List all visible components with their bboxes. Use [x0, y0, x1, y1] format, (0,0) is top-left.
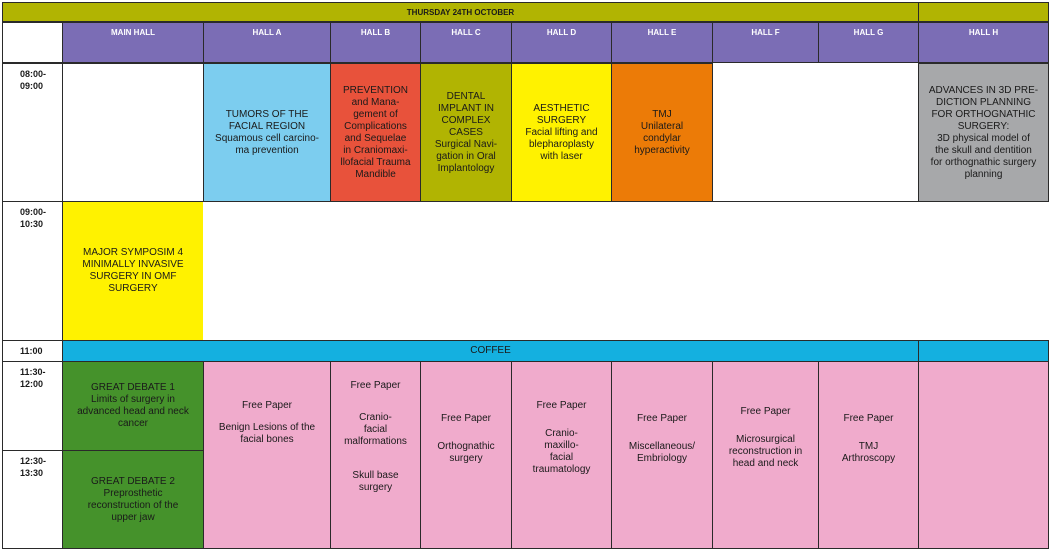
time-label: 12:30- 13:30: [20, 456, 47, 478]
session-text: Orthognathic surgery: [437, 441, 495, 464]
coffee-break-hall-h: [918, 340, 1049, 362]
session-head: Free Paper: [843, 413, 894, 424]
empty-hall-h-1130: [918, 361, 1049, 549]
session-text: Miscellaneous/ Embriology: [628, 441, 696, 464]
hall-header-label: HALL C: [451, 28, 481, 37]
hall-header-label: HALL D: [546, 28, 577, 37]
hall-header-b: HALL B: [330, 22, 421, 63]
session-hall-g-1130: Free Paper TMJ Arthroscopy: [818, 361, 919, 549]
session-main-1230: GREAT DEBATE 2 Preprosthetic reconstruct…: [62, 450, 204, 549]
session-hall-a-1130: Free Paper Benign Lesions of the facial …: [203, 361, 331, 549]
session-text: TUMORS OF THE FACIAL REGION Squamous cel…: [215, 108, 319, 156]
hall-header-e: HALL E: [611, 22, 713, 63]
hall-header-label: HALL B: [360, 28, 391, 37]
day-title: THURSDAY 24TH OCTOBER: [406, 8, 515, 17]
coffee-label: COFFEE: [470, 345, 511, 356]
day-title-bar: THURSDAY 24TH OCTOBER: [2, 2, 919, 22]
session-hall-c-0800: DENTAL IMPLANT IN COMPLEX CASES Surgical…: [420, 63, 512, 202]
session-text: Cranio- facial malformations: [344, 412, 407, 447]
hall-header-f: HALL F: [712, 22, 819, 63]
empty-row-0900: [203, 201, 1049, 341]
session-hall-e-0800: TMJ Unilateral condylar hyperactivity: [611, 63, 713, 202]
session-head: Free Paper: [440, 413, 492, 424]
time-slot-1230: 12:30- 13:30: [2, 450, 63, 549]
session-head: Free Paper: [636, 413, 688, 424]
time-label: 09:00- 10:30: [20, 207, 47, 229]
hall-header-d: HALL D: [511, 22, 612, 63]
hall-header-label: HALL H: [968, 28, 999, 37]
session-head: Free Paper: [241, 400, 293, 411]
session-text-2: Skull base surgery: [352, 470, 399, 493]
time-label: 11:00: [20, 346, 43, 356]
session-head: Free Paper: [350, 380, 401, 391]
hall-header-label: MAIN HALL: [111, 28, 155, 37]
hall-header-g: HALL G: [818, 22, 919, 63]
time-label: 11:30- 12:00: [20, 367, 46, 389]
session-text: ADVANCES IN 3D PRE- DICTION PLANNING FOR…: [928, 84, 1039, 180]
time-label: 08:00- 09:00: [20, 69, 47, 91]
session-hall-c-1130: Free Paper Orthognathic surgery: [420, 361, 512, 549]
time-slot-1130: 11:30- 12:00: [2, 361, 63, 451]
hall-header-h: HALL H: [918, 22, 1049, 63]
session-hall-d-1130: Free Paper Cranio- maxillo- facial traum…: [511, 361, 612, 549]
day-title-bar-extension: [918, 2, 1049, 22]
session-main-0900: MAJOR SYMPOSIM 4 MINIMALLY INVASIVE SURG…: [62, 201, 204, 341]
session-text: GREAT DEBATE 2 Preprosthetic reconstruct…: [87, 475, 179, 523]
session-text: GREAT DEBATE 1 Limits of surgery in adva…: [77, 382, 189, 429]
hall-header-main: MAIN HALL: [62, 22, 204, 63]
session-head: Free Paper: [536, 400, 587, 411]
session-text: TMJ Arthroscopy: [841, 441, 896, 464]
session-main-1130: GREAT DEBATE 1 Limits of surgery in adva…: [62, 361, 204, 451]
session-text: AESTHETIC SURGERY Facial lifting and ble…: [525, 102, 598, 162]
time-slot-1100: 11:00: [2, 340, 63, 362]
session-hall-f-1130: Free Paper Microsurgical reconstruction …: [712, 361, 819, 549]
session-text: PREVENTION and Mana- gement of Complicat…: [340, 84, 411, 180]
session-head: Free Paper: [740, 406, 791, 417]
session-text: MAJOR SYMPOSIM 4 MINIMALLY INVASIVE SURG…: [82, 247, 184, 294]
time-slot-0800: 08:00- 09:00: [2, 63, 63, 202]
header-corner: [2, 22, 63, 63]
time-slot-0900: 09:00- 10:30: [2, 201, 63, 341]
session-hall-b-0800: PREVENTION and Mana- gement of Complicat…: [330, 63, 421, 202]
hall-header-label: HALL F: [751, 28, 780, 37]
hall-header-a: HALL A: [203, 22, 331, 63]
session-hall-d-0800: AESTHETIC SURGERY Facial lifting and ble…: [511, 63, 612, 202]
hall-header-c: HALL C: [420, 22, 512, 63]
session-text: Cranio- maxillo- facial traumatology: [532, 428, 591, 475]
hall-header-label: HALL G: [853, 28, 884, 37]
session-text: TMJ Unilateral condylar hyperactivity: [634, 108, 690, 156]
session-hall-b-1130: Free Paper Cranio- facial malformations …: [330, 361, 421, 549]
session-hall-a-0800: TUMORS OF THE FACIAL REGION Squamous cel…: [203, 63, 331, 202]
coffee-break: COFFEE: [62, 340, 919, 362]
session-hall-e-1130: Free Paper Miscellaneous/ Embriology: [611, 361, 713, 549]
session-hall-h-0800: ADVANCES IN 3D PRE- DICTION PLANNING FOR…: [918, 63, 1049, 202]
session-text: Microsurgical reconstruction in head and…: [728, 434, 803, 469]
session-text: DENTAL IMPLANT IN COMPLEX CASES Surgical…: [434, 90, 498, 174]
empty-main-0800: [62, 63, 204, 202]
hall-header-label: HALL E: [647, 28, 677, 37]
hall-header-label: HALL A: [252, 28, 282, 37]
session-text: Benign Lesions of the facial bones: [218, 422, 316, 445]
